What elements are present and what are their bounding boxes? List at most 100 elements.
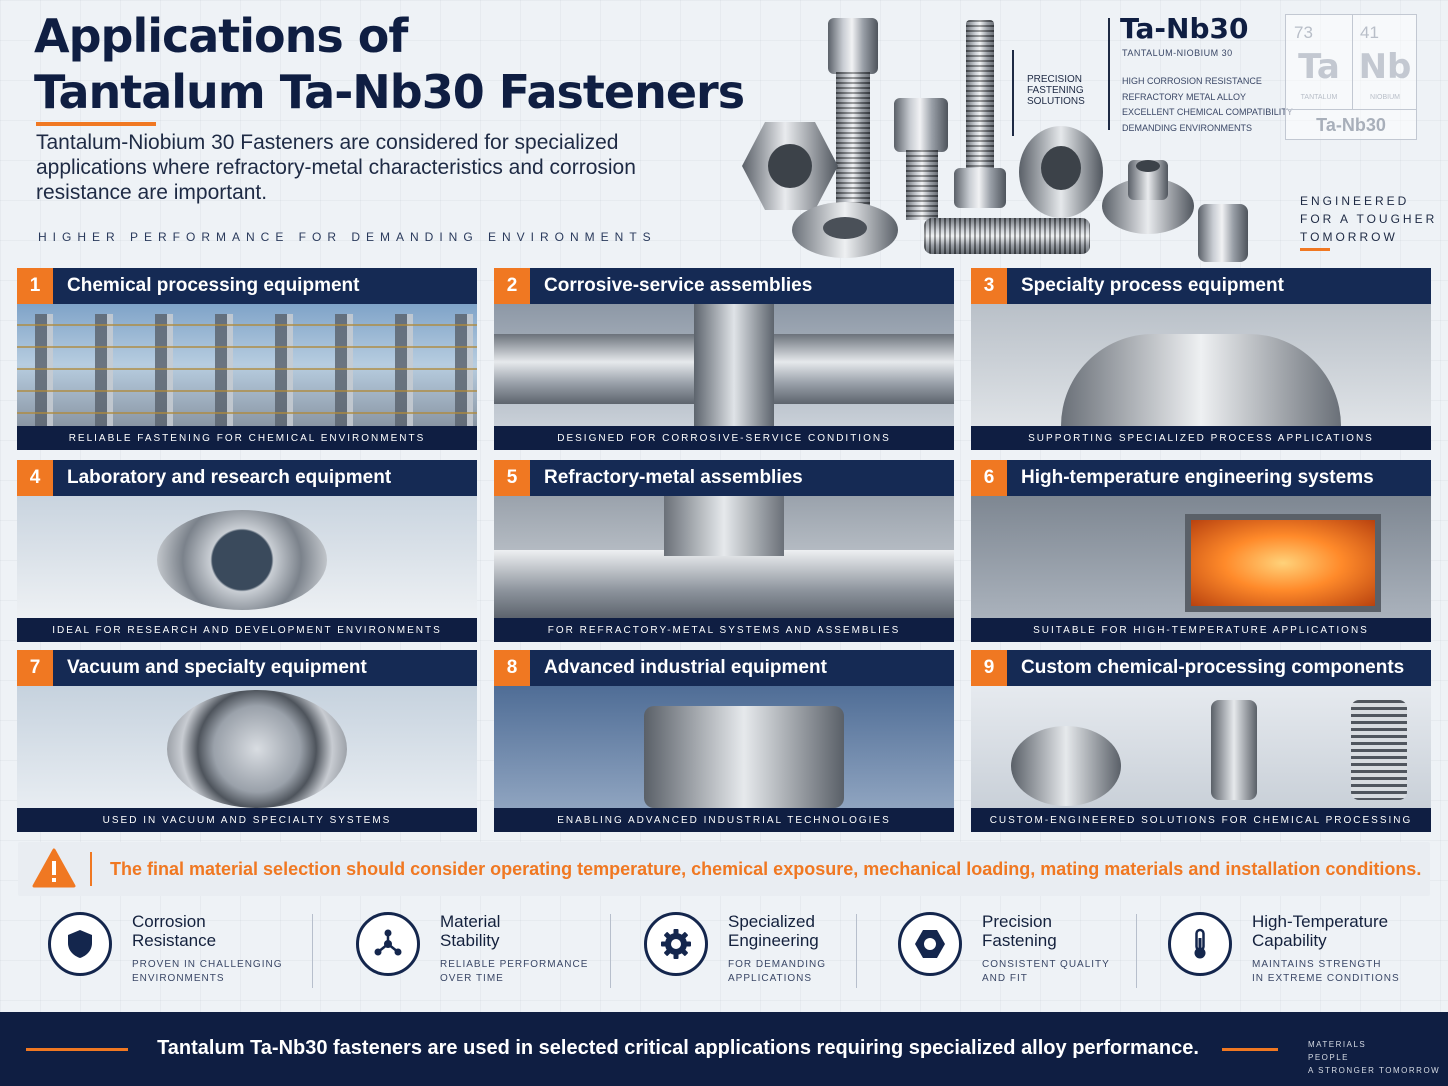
pipe-flange-image xyxy=(494,304,954,426)
brand-name: Ta-Nb30 xyxy=(1120,12,1249,45)
card-caption: CUSTOM-ENGINEERED SOLUTIONS FOR CHEMICAL… xyxy=(971,810,1431,832)
molecule-icon xyxy=(356,912,420,976)
feature-divider xyxy=(610,914,611,988)
card-caption: ENABLING ADVANCED INDUSTRIAL TECHNOLOGIE… xyxy=(494,810,954,832)
card-number: 8 xyxy=(494,650,530,686)
washer xyxy=(792,202,898,258)
card-caption: USED IN VACUUM AND SPECIALTY SYSTEMS xyxy=(17,810,477,832)
page-title: Applications of Tantalum Ta-Nb30 Fastene… xyxy=(34,8,745,120)
hex-nut xyxy=(742,122,838,210)
footer-tagline: MATERIALS PEOPLE A STRONGER TOMORROW xyxy=(1308,1040,1441,1075)
tagline: HIGHER PERFORMANCE FOR DEMANDING ENVIRON… xyxy=(38,230,657,244)
gear-icon xyxy=(644,912,708,976)
round-nut xyxy=(1019,126,1103,218)
card-caption: DESIGNED FOR CORROSIVE-SERVICE CONDITION… xyxy=(494,428,954,450)
card-number: 3 xyxy=(971,268,1007,304)
periodic-table-tile: 73 Ta TANTALUM 41 Nb NIOBIUM Ta-Nb30 xyxy=(1285,14,1417,140)
card-title: High-temperature engineering systems xyxy=(1021,467,1374,488)
hero-fasteners-image xyxy=(720,8,1248,268)
feature-divider xyxy=(856,914,857,988)
bolt-head xyxy=(828,18,878,74)
application-card-9: 9 Custom chemical-processing components … xyxy=(971,650,1431,832)
card-title: Chemical processing equipment xyxy=(67,275,360,296)
bolt-shank xyxy=(836,72,870,222)
alloy-name: Ta-Nb30 xyxy=(1316,115,1386,135)
feature-high-temperature: High-Temperature Capability MAINTAINS ST… xyxy=(1168,906,1428,1006)
footer-text: Tantalum Ta-Nb30 fasteners are used in s… xyxy=(157,1037,1199,1059)
card-title: Advanced industrial equipment xyxy=(544,657,827,678)
application-card-8: 8 Advanced industrial equipment ENABLING… xyxy=(494,650,954,832)
short-bolt-head xyxy=(894,98,948,152)
application-card-7: 7 Vacuum and specialty equipment USED IN… xyxy=(17,650,477,832)
footer-accent-right xyxy=(1222,1048,1278,1051)
warning-banner: The final material selection should cons… xyxy=(18,842,1430,896)
short-bolt-shank xyxy=(906,150,938,220)
flange xyxy=(1102,160,1194,234)
stud xyxy=(924,218,1090,254)
card-number: 4 xyxy=(17,460,53,496)
brand-divider xyxy=(1108,18,1110,130)
intro-line-3: resistance are important. xyxy=(36,181,268,204)
card-caption: SUITABLE FOR HIGH-TEMPERATURE APPLICATIO… xyxy=(971,620,1431,642)
feature-precision-fastening: Precision Fastening CONSISTENT QUALITY A… xyxy=(898,906,1128,1006)
furnace-image xyxy=(971,496,1431,618)
card-caption: FOR REFRACTORY-METAL SYSTEMS AND ASSEMBL… xyxy=(494,620,954,642)
intro-line-1: Tantalum-Niobium 30 Fasteners are consid… xyxy=(36,131,619,154)
feature-material-stability: Material Stability RELIABLE PERFORMANCE … xyxy=(356,906,596,1006)
brand-subtitle: TANTALUM-NIOBIUM 30 xyxy=(1122,48,1233,58)
engineered-tagline: ENGINEERED FOR A TOUGHER TOMORROW xyxy=(1300,194,1438,244)
engineered-accent-line xyxy=(1300,248,1330,251)
application-card-3: 3 Specialty process equipment SUPPORTING… xyxy=(971,268,1431,450)
element-tantalum: 73 Ta TANTALUM xyxy=(1294,23,1340,101)
title-line-1: Applications of xyxy=(34,9,408,63)
intro-line-2: applications where refractory-metal char… xyxy=(36,156,636,179)
application-card-2: 2 Corrosive-service assemblies DESIGNED … xyxy=(494,268,954,450)
vacuum-chamber-image xyxy=(17,686,477,808)
warning-triangle-icon xyxy=(32,848,76,888)
hex-nut-icon xyxy=(898,912,962,976)
card-caption: RELIABLE FASTENING FOR CHEMICAL ENVIRONM… xyxy=(17,428,477,450)
card-number: 9 xyxy=(971,650,1007,686)
process-vessel-image xyxy=(971,304,1431,426)
card-caption: SUPPORTING SPECIALIZED PROCESS APPLICATI… xyxy=(971,428,1431,450)
thermometer-icon xyxy=(1168,912,1232,976)
card-title: Vacuum and specialty equipment xyxy=(67,657,367,678)
precision-label: PRECISION FASTENING SOLUTIONS xyxy=(1027,74,1085,107)
custom-components-image xyxy=(971,686,1431,808)
title-underline xyxy=(36,122,156,126)
feature-corrosion-resistance: Corrosion Resistance PROVEN IN CHALLENGI… xyxy=(48,906,288,1006)
precision-callout-line xyxy=(1012,50,1014,136)
card-number: 6 xyxy=(971,460,1007,496)
industrial-equipment-image xyxy=(494,686,954,808)
card-number: 1 xyxy=(17,268,53,304)
feature-specialized-engineering: Specialized Engineering FOR DEMANDING AP… xyxy=(644,906,854,1006)
spacer xyxy=(1198,204,1248,262)
feature-divider xyxy=(1136,914,1137,988)
element-niobium: 41 Nb NIOBIUM xyxy=(1358,23,1412,101)
card-title: Custom chemical-processing components xyxy=(1021,657,1405,678)
footer-banner: Tantalum Ta-Nb30 fasteners are used in s… xyxy=(0,1012,1448,1086)
chemical-plant-image xyxy=(17,304,477,426)
card-title: Specialty process equipment xyxy=(1021,275,1284,296)
rod-nut xyxy=(954,168,1006,208)
shield-icon xyxy=(48,912,112,976)
application-card-5: 5 Refractory-metal assemblies FOR REFRAC… xyxy=(494,460,954,642)
footer-accent-left xyxy=(26,1048,128,1051)
card-number: 5 xyxy=(494,460,530,496)
warning-text: The final material selection should cons… xyxy=(110,859,1422,879)
card-title: Corrosive-service assemblies xyxy=(544,275,813,296)
card-number: 7 xyxy=(17,650,53,686)
title-line-2: Tantalum Ta-Nb30 Fasteners xyxy=(34,65,745,119)
threaded-rod xyxy=(966,20,994,188)
application-card-4: 4 Laboratory and research equipment IDEA… xyxy=(17,460,477,642)
brand-features: HIGH CORROSION RESISTANCE REFRACTORY MET… xyxy=(1122,76,1293,133)
card-number: 2 xyxy=(494,268,530,304)
application-card-6: 6 High-temperature engineering systems S… xyxy=(971,460,1431,642)
intro-paragraph: Tantalum-Niobium 30 Fasteners are consid… xyxy=(36,130,696,205)
laboratory-image xyxy=(17,496,477,618)
card-title: Refractory-metal assemblies xyxy=(544,467,803,488)
feature-divider xyxy=(312,914,313,988)
refractory-assembly-image xyxy=(494,496,954,618)
application-card-1: 1 Chemical processing equipment RELIABLE… xyxy=(17,268,477,450)
card-title: Laboratory and research equipment xyxy=(67,467,392,488)
